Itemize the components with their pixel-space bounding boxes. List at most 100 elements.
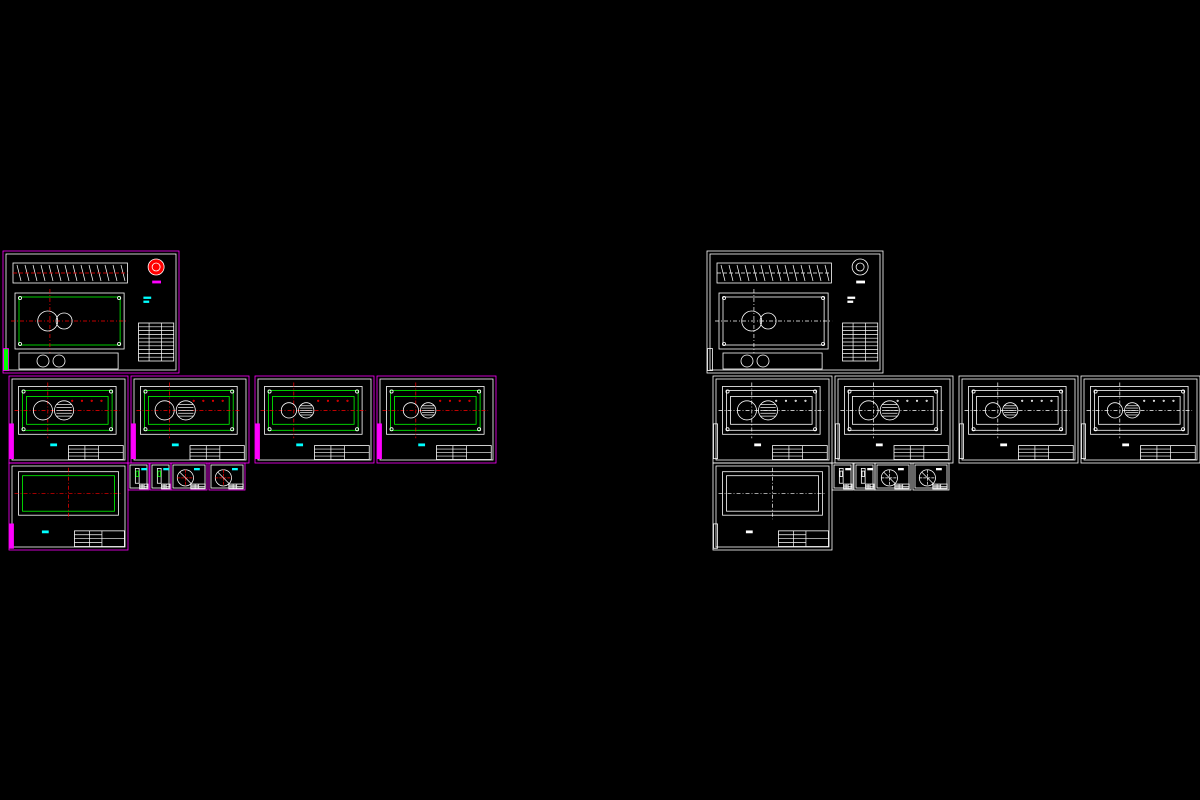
plate-sheet-4[interactable] bbox=[1080, 375, 1200, 464]
part-outline-inner bbox=[268, 390, 359, 431]
small-part-sheet-1[interactable] bbox=[831, 462, 854, 491]
drawing-frame bbox=[151, 464, 170, 489]
title-block bbox=[1018, 445, 1074, 460]
bore-hole-left bbox=[984, 402, 1001, 419]
dimension-marker bbox=[1172, 399, 1175, 402]
base-plate-sheet[interactable] bbox=[712, 462, 833, 551]
corner-bolt-hole bbox=[725, 389, 730, 394]
corner-bolt-hole bbox=[477, 389, 482, 394]
pin-part-outline bbox=[156, 467, 162, 484]
title-block bbox=[161, 483, 171, 490]
corner-bolt-hole bbox=[813, 427, 818, 432]
margin-strip bbox=[9, 423, 14, 460]
bore-hole-right bbox=[55, 312, 73, 330]
dimension-marker bbox=[906, 399, 909, 402]
base-plate-sheet[interactable] bbox=[8, 462, 129, 551]
dimension-marker bbox=[1050, 399, 1053, 402]
sheet-border bbox=[170, 462, 208, 491]
corner-bolt-hole bbox=[143, 427, 148, 432]
dimension-marker bbox=[100, 399, 103, 402]
note-mark bbox=[143, 296, 152, 299]
note-mark bbox=[847, 296, 856, 299]
detail-round-bore bbox=[151, 262, 161, 272]
dimension-marker bbox=[439, 399, 442, 402]
note-mark bbox=[847, 300, 854, 303]
title-block bbox=[865, 483, 875, 490]
dimension-marker bbox=[804, 399, 807, 402]
small-part-sheet-4[interactable] bbox=[208, 462, 246, 491]
dimension-marker bbox=[448, 399, 452, 402]
corner-bolt-hole bbox=[1093, 427, 1098, 432]
hatch-line bbox=[179, 471, 192, 484]
drawing-frame bbox=[715, 378, 830, 461]
side-view-wheel bbox=[740, 354, 754, 368]
title-block bbox=[893, 445, 949, 460]
small-part-sheet-3[interactable] bbox=[874, 462, 912, 491]
dimension-marker bbox=[1030, 399, 1034, 402]
corner-bolt-hole bbox=[821, 341, 826, 346]
small-part-sheet-3[interactable] bbox=[170, 462, 208, 491]
title-block bbox=[190, 483, 206, 490]
plate-sheet-3[interactable] bbox=[254, 375, 375, 464]
side-view-wheel bbox=[52, 354, 66, 368]
corner-bolt-hole bbox=[971, 389, 976, 394]
title-block bbox=[139, 483, 149, 490]
note-mark bbox=[418, 443, 426, 447]
plate-sheet-1[interactable] bbox=[8, 375, 129, 464]
note-mark bbox=[867, 467, 874, 471]
dimension-marker bbox=[1143, 399, 1146, 402]
pin-part-shoulder bbox=[135, 470, 139, 477]
drawing-frame bbox=[1083, 378, 1198, 461]
sheet-border bbox=[1080, 375, 1200, 464]
pin-part-outline bbox=[134, 467, 140, 484]
note-mark bbox=[231, 467, 238, 471]
plate-sheet-3[interactable] bbox=[958, 375, 1079, 464]
hatch-line bbox=[217, 471, 230, 484]
bore-hole-left bbox=[32, 400, 53, 421]
plate-sheet-4[interactable] bbox=[376, 375, 497, 464]
hatch-line bbox=[921, 471, 934, 484]
plate-sheet-2[interactable] bbox=[834, 375, 954, 464]
bore-hole-right bbox=[298, 402, 315, 419]
bore-hole-right bbox=[879, 400, 900, 421]
dimension-marker bbox=[221, 399, 224, 402]
corner-bolt-hole bbox=[109, 389, 114, 394]
drawing-frame bbox=[715, 465, 830, 548]
title-block bbox=[778, 530, 829, 547]
side-view-wheel bbox=[756, 354, 770, 368]
drawing-frame bbox=[855, 464, 874, 489]
color-drawing-set[interactable] bbox=[2, 250, 497, 551]
sheet-border bbox=[376, 375, 497, 464]
bore-hole-left bbox=[154, 400, 175, 421]
corner-bolt-hole bbox=[847, 389, 852, 394]
dimension-marker bbox=[458, 399, 461, 402]
sheet-border bbox=[8, 462, 129, 551]
dimension-marker bbox=[202, 399, 205, 402]
dimension-marker bbox=[896, 399, 899, 402]
pin-part-outline bbox=[838, 467, 844, 484]
title-block bbox=[314, 445, 370, 460]
assembly-sheet[interactable] bbox=[2, 250, 180, 374]
corner-bolt-hole bbox=[821, 295, 826, 300]
sheet-border bbox=[2, 250, 180, 374]
drawing-frame bbox=[5, 253, 177, 371]
corner-bolt-hole bbox=[1181, 389, 1186, 394]
small-part-sheet-4[interactable] bbox=[912, 462, 950, 491]
note-mark bbox=[41, 530, 49, 534]
dimension-marker bbox=[925, 399, 928, 402]
title-block bbox=[1140, 445, 1196, 460]
detail-round-part bbox=[147, 258, 165, 276]
mono-drawing-set[interactable] bbox=[706, 250, 1200, 551]
bore-hole-left bbox=[37, 310, 59, 332]
pin-part-shoulder bbox=[839, 470, 843, 477]
corner-bolt-hole bbox=[1059, 389, 1064, 394]
small-part-sheet-1[interactable] bbox=[127, 462, 150, 491]
sheet-border bbox=[208, 462, 246, 491]
assembly-sheet[interactable] bbox=[706, 250, 884, 374]
bore-hole-left bbox=[402, 402, 419, 419]
sheet-border bbox=[706, 250, 884, 374]
dimension-marker bbox=[326, 399, 330, 402]
corner-bolt-hole bbox=[722, 341, 727, 346]
